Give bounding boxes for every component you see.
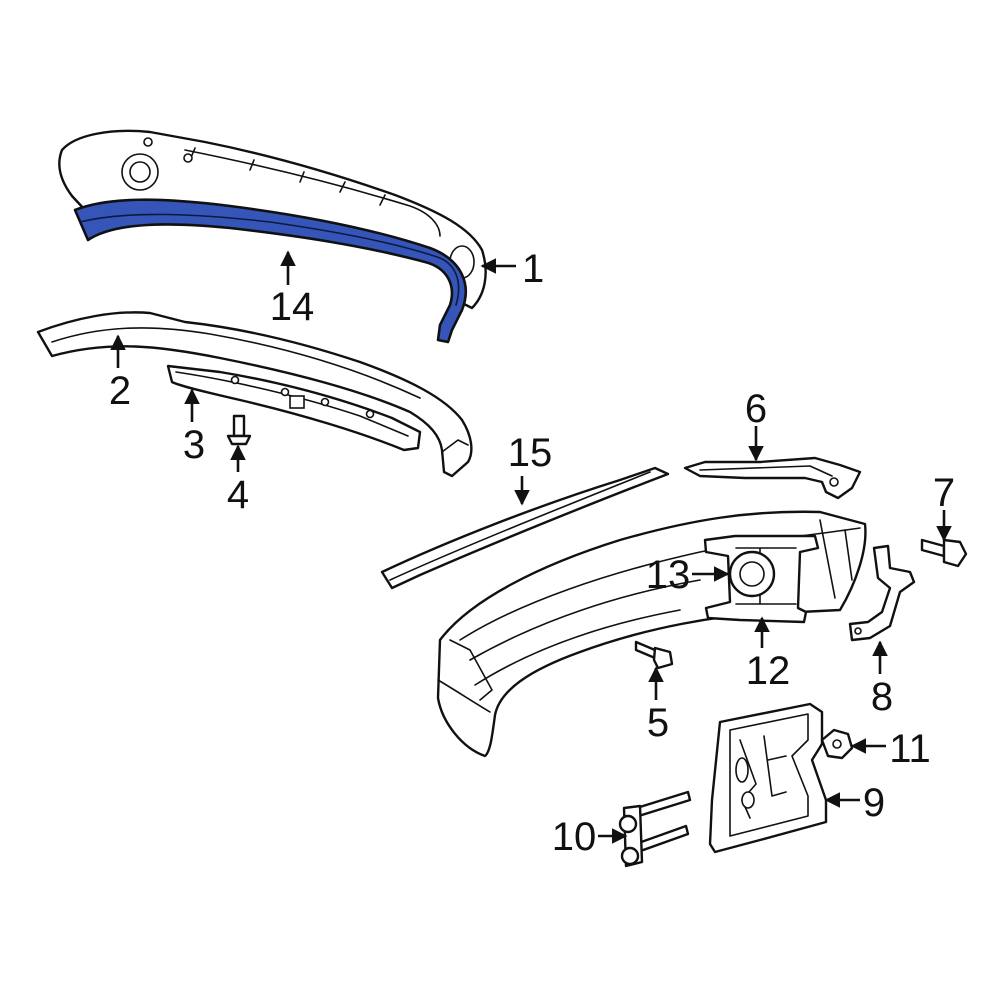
callout-7: 7: [933, 471, 955, 515]
part-8-brace: [848, 544, 916, 642]
callout-14: 14: [270, 285, 315, 329]
part-7-bolt: [920, 538, 968, 568]
part-15-reinforcement: [380, 466, 670, 590]
callout-12: 12: [746, 649, 791, 693]
callout-11: 11: [889, 727, 931, 771]
part-4-clip: [226, 414, 252, 446]
callout-6: 6: [745, 387, 767, 431]
part-5-bolt: [634, 640, 674, 670]
highlighted-strip: [73, 198, 467, 344]
part-11-nut: [820, 728, 854, 760]
part-10-studs: [618, 790, 692, 868]
part-2-valance: [36, 311, 473, 478]
callout-15: 15: [508, 431, 553, 475]
callout-10: 10: [552, 815, 597, 859]
part-14-bumper-strip: [73, 198, 467, 344]
part-9-plate: [708, 702, 828, 854]
callout-1: 1: [522, 247, 544, 291]
callout-arrows: [110, 250, 952, 844]
callout-3: 3: [183, 423, 205, 467]
part-13-grommet: [728, 550, 776, 598]
callout-2: 2: [109, 369, 131, 413]
part-6-bracket: [683, 456, 862, 500]
part-3-bracket: [166, 364, 422, 452]
callout-8: 8: [871, 675, 893, 719]
callout-9: 9: [863, 781, 885, 825]
callout-4: 4: [227, 473, 249, 517]
callout-5: 5: [647, 701, 669, 745]
callout-13: 13: [646, 553, 691, 597]
callout-labels: 1 14 2 3 4 15 6 7 13 12 8 5 11 9 10: [109, 247, 955, 859]
